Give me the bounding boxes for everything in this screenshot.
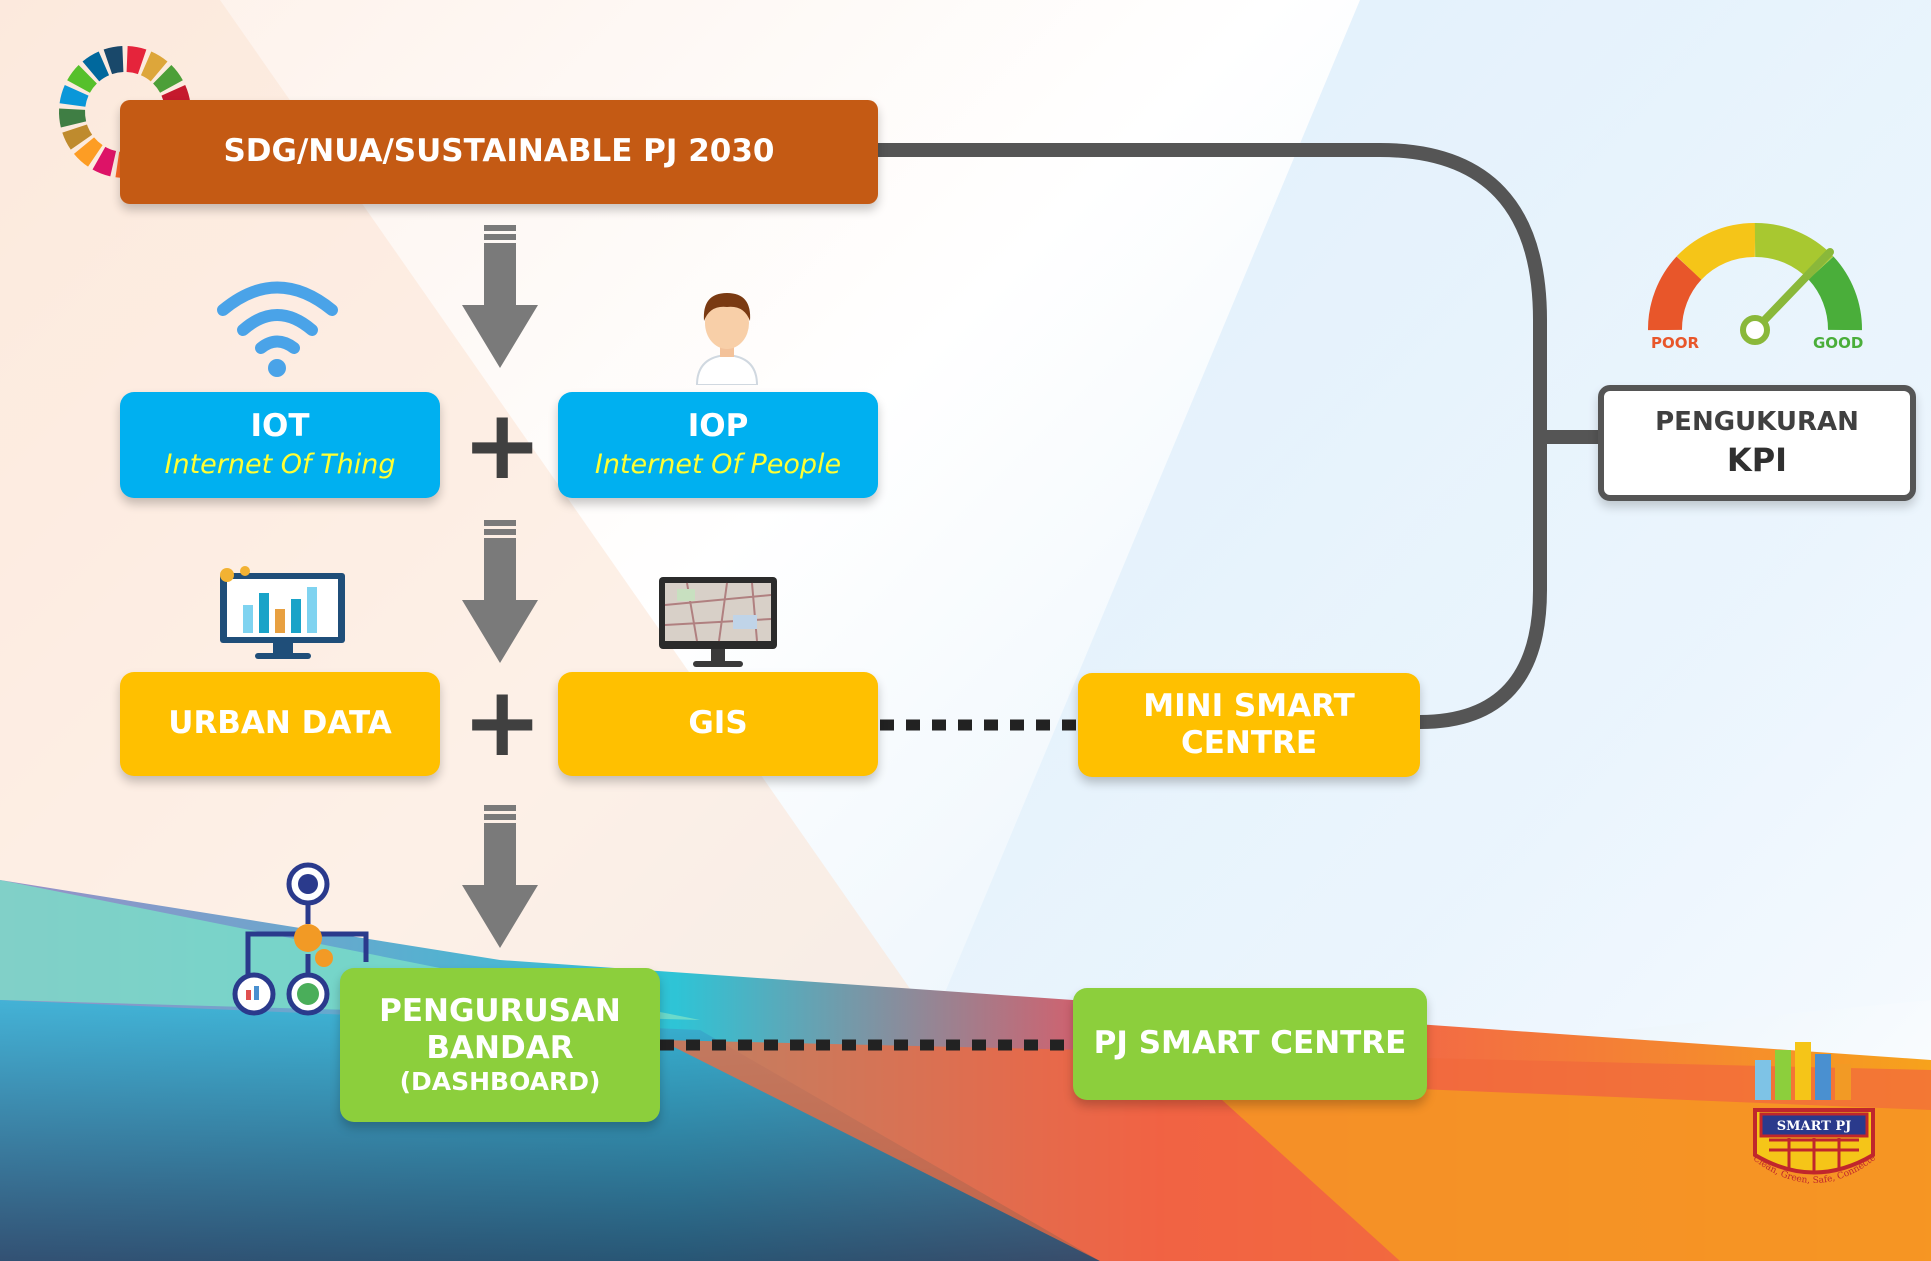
sdg-wheel-segment xyxy=(59,108,87,128)
sdg-box: SDG/NUA/SUSTAINABLE PJ 2030 xyxy=(120,100,878,204)
logo-label: SMART PJ xyxy=(1777,1119,1852,1134)
map-monitor-icon xyxy=(659,577,777,667)
sdg-wheel-segment xyxy=(82,51,110,82)
person-icon xyxy=(695,293,759,385)
sdg-wheel-segment xyxy=(126,46,147,75)
sdg-wheel-segment xyxy=(140,51,168,82)
sdg-wheel-segment xyxy=(153,65,183,93)
kpi-box: PENGUKURAN KPI xyxy=(1598,385,1916,501)
gauge-good-label: GOOD xyxy=(1813,334,1863,352)
gis-box: GIS xyxy=(558,672,878,776)
iot-label: IOT xyxy=(250,408,310,445)
down-arrow-icon xyxy=(462,520,538,663)
iot-sublabel: Internet Of Thing xyxy=(164,449,396,481)
sdg-wheel-segment xyxy=(59,84,89,107)
sdg-wheel-segment xyxy=(73,137,103,167)
plus-operator: + xyxy=(462,666,543,778)
down-arrow-icon xyxy=(462,805,538,948)
analytics-monitor-icon xyxy=(220,566,345,659)
pengurusan-line3: (DASHBOARD) xyxy=(399,1067,601,1097)
kpi-gauge-icon: POOR GOOD xyxy=(1648,222,1863,352)
iop-sublabel: Internet Of People xyxy=(594,449,842,481)
kpi-line1: PENGUKURAN xyxy=(1655,407,1859,437)
gis-label: GIS xyxy=(688,705,748,742)
sdg-wheel-segment xyxy=(103,46,124,75)
sdg-label: SDG/NUA/SUSTAINABLE PJ 2030 xyxy=(223,133,775,170)
iop-box: IOP Internet Of People xyxy=(558,392,878,498)
pj-smart-centre-label: PJ SMART CENTRE xyxy=(1093,1025,1407,1062)
mini-smart-centre-line2: CENTRE xyxy=(1180,725,1318,761)
pengurusan-line1: PENGURUSAN xyxy=(379,992,621,1029)
urban-data-box: URBAN DATA xyxy=(120,672,440,776)
down-arrow-icon xyxy=(462,225,538,368)
iop-label: IOP xyxy=(687,408,749,445)
plus-operator: + xyxy=(462,389,543,501)
pengurusan-box: PENGURUSAN BANDAR (DASHBOARD) xyxy=(340,968,660,1122)
pengurusan-line2: BANDAR xyxy=(426,1030,574,1066)
kpi-line2: KPI xyxy=(1726,441,1788,479)
sdg-wheel-segment xyxy=(62,124,93,150)
sdg-wheel-segment xyxy=(92,146,117,177)
gauge-poor-label: POOR xyxy=(1651,334,1699,352)
wifi-icon xyxy=(217,281,338,377)
pj-smart-centre-box: PJ SMART CENTRE xyxy=(1073,988,1427,1100)
sdg-wheel-segment xyxy=(67,65,97,93)
smart-pj-logo: SMART PJ Clean, Green, Safe, Connected, … xyxy=(1745,1040,1878,1186)
mini-smart-centre-line1: MINI SMART xyxy=(1143,687,1355,724)
mini-smart-centre-box: MINI SMART CENTRE xyxy=(1078,673,1420,777)
urban-data-label: URBAN DATA xyxy=(168,705,392,742)
iot-box: IOT Internet Of Thing xyxy=(120,392,440,498)
sdg-to-mini-centre-connector xyxy=(878,143,1547,729)
org-chart-icon xyxy=(232,862,369,1016)
